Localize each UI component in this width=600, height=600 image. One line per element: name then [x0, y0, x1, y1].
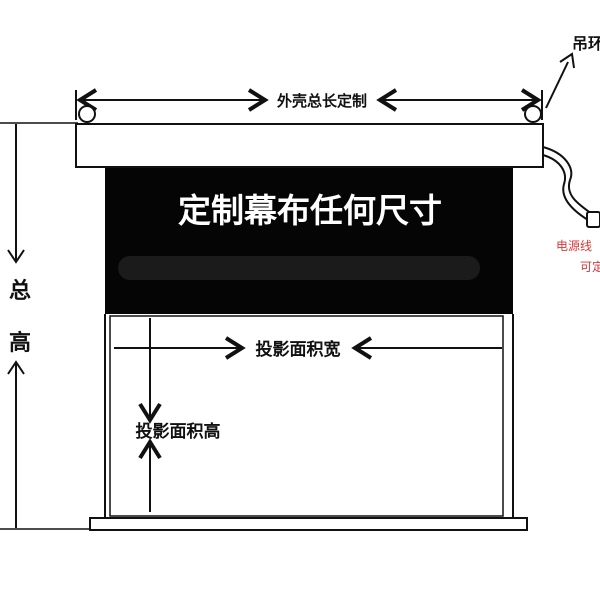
projection-width-label: 投影面积宽: [256, 339, 341, 360]
right-end-cap-icon: [524, 105, 542, 123]
hanger-and-power-cord: 吊环 电源线 可定: [542, 34, 600, 274]
custom-screen-label: 定制幕布任何尺寸: [178, 191, 442, 230]
screen-housing: [75, 105, 544, 168]
projection-area: [104, 314, 514, 518]
power-cord-note-line1: 电源线: [556, 239, 592, 253]
total-height-label-bottom: 高: [9, 330, 31, 356]
power-plug-icon: [586, 211, 600, 228]
housing-length-dimension: 外壳总长定制: [75, 88, 543, 120]
power-cord: [542, 146, 593, 215]
power-cord-outline: [542, 154, 589, 221]
projection-height-dimension: 投影面积高: [136, 318, 221, 512]
total-height-dimension: 总 高: [0, 122, 92, 530]
housing-length-label: 外壳总长定制: [276, 92, 367, 110]
total-height-label-top: 总: [9, 278, 31, 304]
black-drop-area: 定制幕布任何尺寸: [105, 168, 513, 314]
power-cord-note-line2: 可定: [580, 259, 600, 274]
blurred-watermark: [118, 256, 480, 280]
projection-height-label: 投影面积高: [136, 421, 221, 442]
projection-width-dimension: 投影面积宽: [114, 336, 502, 360]
bottom-bar: [89, 517, 528, 531]
left-end-cap-icon: [78, 105, 96, 123]
hanger-label: 吊环: [572, 34, 600, 53]
